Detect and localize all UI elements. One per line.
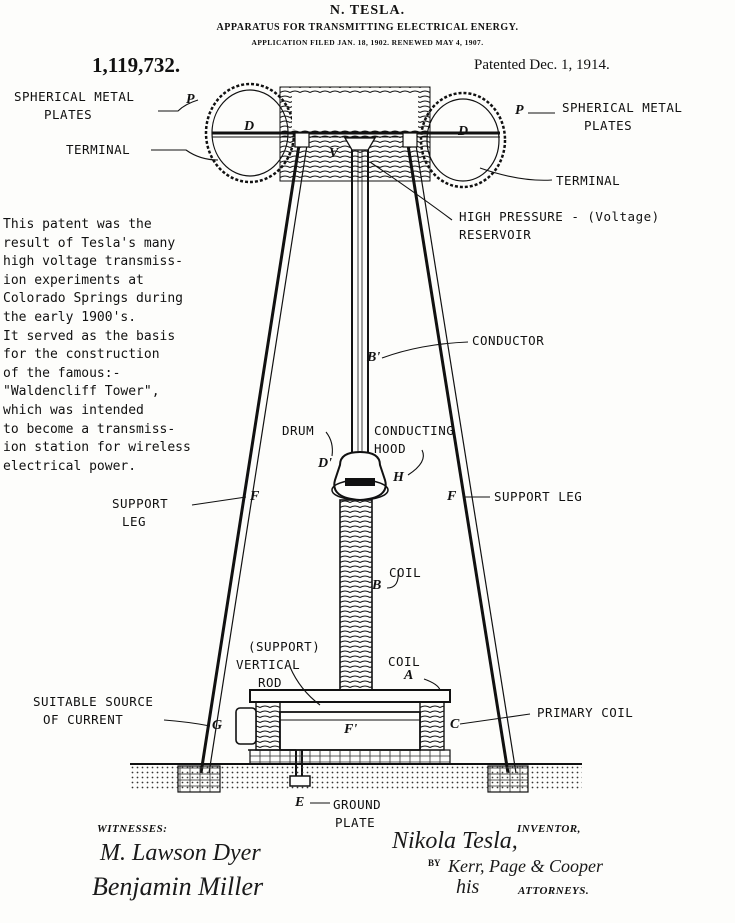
secondary-coil (339, 499, 373, 701)
drum-and-hood (331, 450, 389, 502)
witnesses-label: WITNESSES: (97, 823, 168, 835)
label-coil-lower: COIL (388, 654, 421, 669)
application-line: APPLICATION FILED JAN. 18, 1902. RENEWED… (251, 38, 484, 47)
letter-g: G (212, 718, 223, 733)
label-conductor: CONDUCTOR (472, 333, 545, 348)
inventor-signature: Nikola Tesla, (392, 828, 518, 854)
label-spherical-left: SPHERICAL METAL PLATES (14, 89, 135, 122)
letter-d-right: D (458, 124, 469, 139)
patent-number: 1,119,732. (92, 53, 181, 77)
letter-f-prime: F' (344, 722, 358, 737)
letter-f-right: F (447, 489, 457, 504)
label-reservoir: HIGH PRESSURE - (Voltage) RESERVOIR (459, 209, 660, 242)
label-spherical-right: SPHERICAL METAL PLATES (562, 100, 683, 133)
label-drum: DRUM (282, 423, 315, 438)
letter-p-right: P (515, 103, 524, 118)
witness-signature-1: M. Lawson Dyer (100, 840, 261, 866)
label-coil-upper: COIL (389, 565, 422, 580)
letter-h: H (393, 470, 404, 485)
letter-e: E (295, 795, 305, 810)
letter-v: V (329, 146, 339, 161)
label-primary-coil: PRIMARY COIL (537, 705, 634, 720)
his-signature: his (456, 876, 480, 898)
letter-p-left: P (186, 92, 195, 107)
by-label: BY (428, 858, 441, 868)
label-terminal-right: TERMINAL (556, 173, 621, 188)
inventor-label: INVENTOR, (517, 823, 581, 835)
patent-title: APPARATUS FOR TRANSMITTING ELECTRICAL EN… (216, 22, 519, 33)
central-conductor (343, 137, 377, 460)
witness-signature-2: Benjamin Miller (92, 872, 264, 901)
support-legs (199, 132, 517, 774)
label-source: SUITABLE SOURCE OF CURRENT (33, 694, 154, 727)
label-support-rod: (SUPPORT) VERTICAL ROD (236, 639, 321, 690)
letter-b-prime: B' (367, 350, 381, 365)
letter-c: C (450, 717, 460, 732)
letter-a: A (404, 668, 414, 683)
label-support-leg-right: SUPPORT LEG (494, 489, 583, 504)
attorneys-label: ATTORNEYS. (518, 885, 590, 897)
attorneys-signature: Kerr, Page & Cooper (448, 856, 603, 876)
letter-f-left: F (250, 489, 260, 504)
ground (130, 763, 582, 793)
label-conducting-hood: CONDUCTING HOOD (374, 423, 455, 456)
letter-d-prime: D' (318, 456, 332, 471)
letter-d-left: D (244, 119, 255, 134)
label-terminal-left: TERMINAL (66, 142, 131, 157)
label-support-leg-left: SUPPORT LEG (112, 496, 169, 529)
primary-base (235, 689, 451, 780)
letter-b: B (372, 578, 382, 593)
patent-date: Patented Dec. 1, 1914. (474, 57, 610, 73)
inventor-heading: N. TESLA. (329, 3, 406, 18)
label-ground-plate: GROUND PLATE (333, 797, 382, 830)
leader-lines (151, 99, 555, 804)
